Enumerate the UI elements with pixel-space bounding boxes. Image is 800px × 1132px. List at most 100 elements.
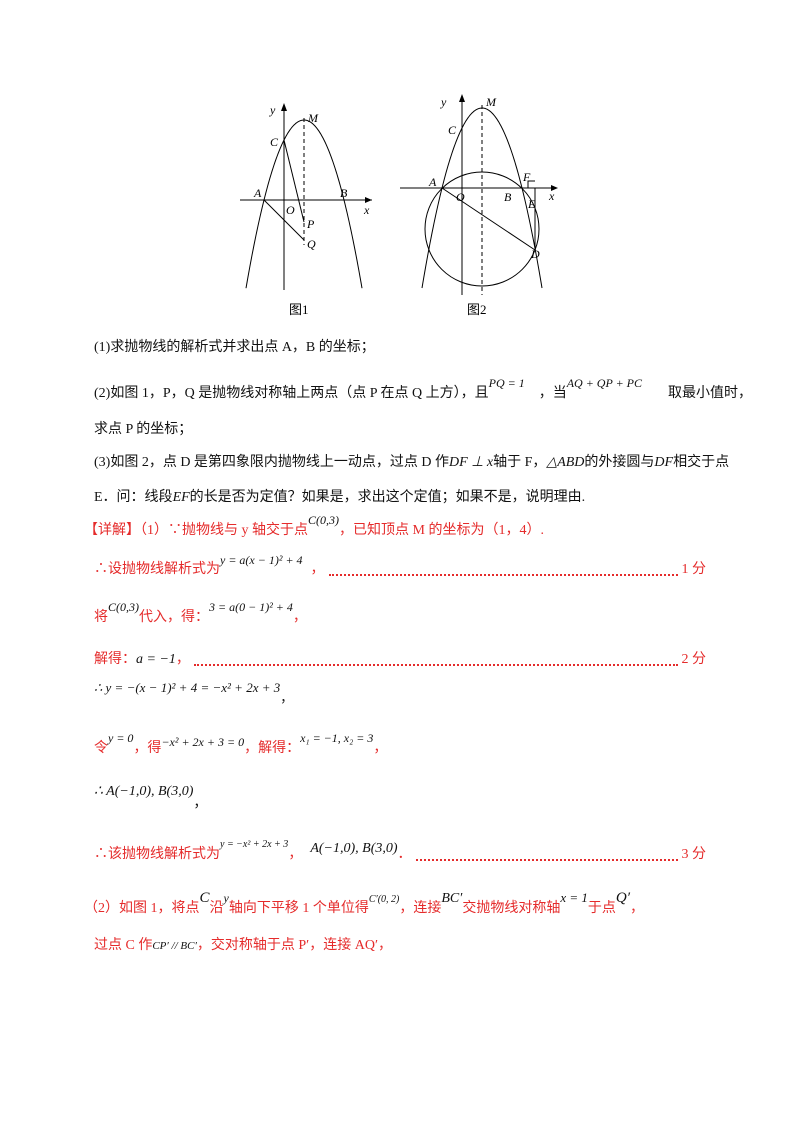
- label-d: D: [530, 247, 540, 261]
- math: C(0,3): [308, 513, 339, 527]
- label-a: A: [428, 175, 437, 189]
- text: 的外接圆与: [584, 455, 655, 470]
- question-3-cont: E．问：线段EF的长是否为定值？如果是，求出这个定值；如果不是，说明理由.: [94, 488, 585, 508]
- text: 的长是否为定值？如果是，求出这个定值；如果不是，说明理由.: [189, 490, 586, 505]
- dotted-leader: [328, 560, 678, 576]
- math: x₁ = −1, x₂ = 3: [300, 731, 374, 745]
- text: 轴向下平移 1 个单位得: [228, 901, 369, 916]
- text: ，: [175, 652, 190, 667]
- segment-ad: [441, 187, 536, 251]
- figure-1-caption: 图1: [289, 302, 309, 317]
- segment-aq: [263, 199, 305, 241]
- label-y: y: [440, 95, 447, 109]
- parabola: [245, 119, 363, 289]
- question-3: (3)如图 2，点 D 是第四象限内抛物线上一动点，过点 D 作DF ⊥ x轴于…: [94, 453, 729, 473]
- dotted-leader: [193, 650, 678, 666]
- text: （2）如图 1，将点: [84, 901, 200, 916]
- label-b: B: [340, 186, 348, 200]
- right-angle-mark: [527, 180, 535, 188]
- math: DF: [654, 455, 674, 470]
- label-p: P: [306, 217, 315, 231]
- text: 轴于 F，: [493, 455, 547, 470]
- x-axis-arrow-icon: [365, 197, 372, 203]
- text: 相交于点: [673, 455, 730, 470]
- text: ∴该抛物线解析式为: [94, 847, 220, 862]
- text: ，得: [133, 741, 162, 756]
- text: (2)如图 1，P，Q 是抛物线对称轴上两点（点 P 在点 Q 上方），且: [94, 386, 489, 401]
- math: ∴ y = −(x − 1)² + 4 = −x² + 2x + 3: [94, 680, 281, 695]
- label-c: C: [448, 123, 457, 137]
- math: C: [199, 890, 210, 906]
- math: Q′: [615, 890, 630, 906]
- math: 3 = a(0 − 1)² + 4: [209, 600, 293, 614]
- math: EF: [172, 490, 190, 505]
- text: 解得：: [94, 652, 136, 667]
- label-o: O: [456, 190, 465, 204]
- figure-2: y M C A O B F x E D 图2: [400, 94, 558, 317]
- label-m: M: [485, 95, 497, 109]
- math: PQ = 1: [488, 376, 525, 390]
- text: ，解得：: [244, 741, 301, 756]
- text: ，: [292, 610, 307, 625]
- math: C(0,3): [108, 600, 139, 614]
- text: ，交对称轴于点 P′，连接 AQ′，: [196, 938, 393, 953]
- solution-line-1: 【详解】（1）∵抛物线与 y 轴交于点C(0,3)，已知顶点 M 的坐标为（1，…: [84, 513, 544, 541]
- label-b: B: [504, 190, 512, 204]
- text: 交抛物线对称轴: [462, 901, 561, 916]
- solution-line-6: 令y = 0，得−x² + 2x + 3 = 0，解得：x₁ = −1, x₂ …: [94, 731, 388, 759]
- score-2: 2 分: [681, 652, 707, 667]
- math: C′(0, 2): [368, 894, 400, 905]
- text: ，: [310, 562, 325, 577]
- math: CP′ // BC′: [152, 940, 197, 952]
- math: −x² + 2x + 3 = 0: [161, 735, 245, 749]
- label-o: O: [286, 203, 295, 217]
- y-axis-arrow-icon: [281, 103, 287, 111]
- text: ，当: [538, 386, 567, 401]
- math: y = −x² + 2x + 3: [220, 839, 289, 850]
- math: DF ⊥ x: [449, 455, 494, 470]
- solution-line-9: （2）如图 1，将点C沿y轴向下平移 1 个单位得C′(0, 2)，连接BC′交…: [84, 890, 644, 920]
- score-3: 3 分: [681, 847, 707, 862]
- math: △ABD: [546, 455, 585, 470]
- text: 取最小值时，: [668, 386, 753, 401]
- text: 过点 C 作: [94, 938, 153, 953]
- math: A(−1,0), B(3,0): [310, 841, 398, 856]
- text: ，: [288, 847, 303, 862]
- label-m: M: [307, 111, 319, 125]
- dotted-leader: [415, 845, 678, 861]
- math: ∴ A(−1,0), B(3,0): [94, 784, 194, 799]
- question-2-cont: 求点 P 的坐标；: [94, 422, 193, 437]
- text: ，连接: [399, 901, 442, 916]
- text: 于点: [587, 901, 616, 916]
- solution-line-5: ∴ y = −(x − 1)² + 4 = −x² + 2x + 3，: [94, 678, 293, 705]
- math: AQ + QP + PC: [566, 376, 643, 390]
- segment-cp: [283, 139, 305, 223]
- y-axis-arrow-icon: [459, 94, 465, 102]
- text: 【详解】（1）∵抛物线与 y 轴交于点: [84, 523, 308, 538]
- label-a: A: [253, 186, 262, 200]
- text: 代入，得：: [139, 610, 209, 625]
- figure-1: y M C A O B x P Q 图1: [240, 103, 372, 317]
- question-2: (2)如图 1，P，Q 是抛物线对称轴上两点（点 P 在点 Q 上方），且PQ …: [94, 376, 753, 404]
- math: y = 0: [108, 731, 134, 745]
- score-1: 1 分: [681, 562, 707, 577]
- solution-line-10: 过点 C 作CP′ // BC′，交对称轴于点 P′，连接 AQ′，: [94, 936, 392, 956]
- text: ∴设抛物线解析式为: [94, 562, 220, 577]
- solution-line-7: ∴ A(−1,0), B(3,0)，: [94, 782, 207, 811]
- label-y: y: [269, 103, 276, 117]
- math: x = 1: [560, 890, 588, 905]
- label-e: E: [527, 197, 536, 211]
- label-f: F: [522, 170, 531, 184]
- text: ，: [280, 690, 294, 705]
- label-c: C: [270, 135, 279, 149]
- text: ，: [373, 741, 388, 756]
- text: E．问：线段: [94, 490, 173, 505]
- x-axis-arrow-icon: [551, 185, 558, 191]
- math: y = a(x − 1)² + 4: [220, 553, 303, 567]
- text: ．: [397, 847, 412, 862]
- text: ，: [193, 796, 208, 811]
- math: BC′: [441, 891, 463, 906]
